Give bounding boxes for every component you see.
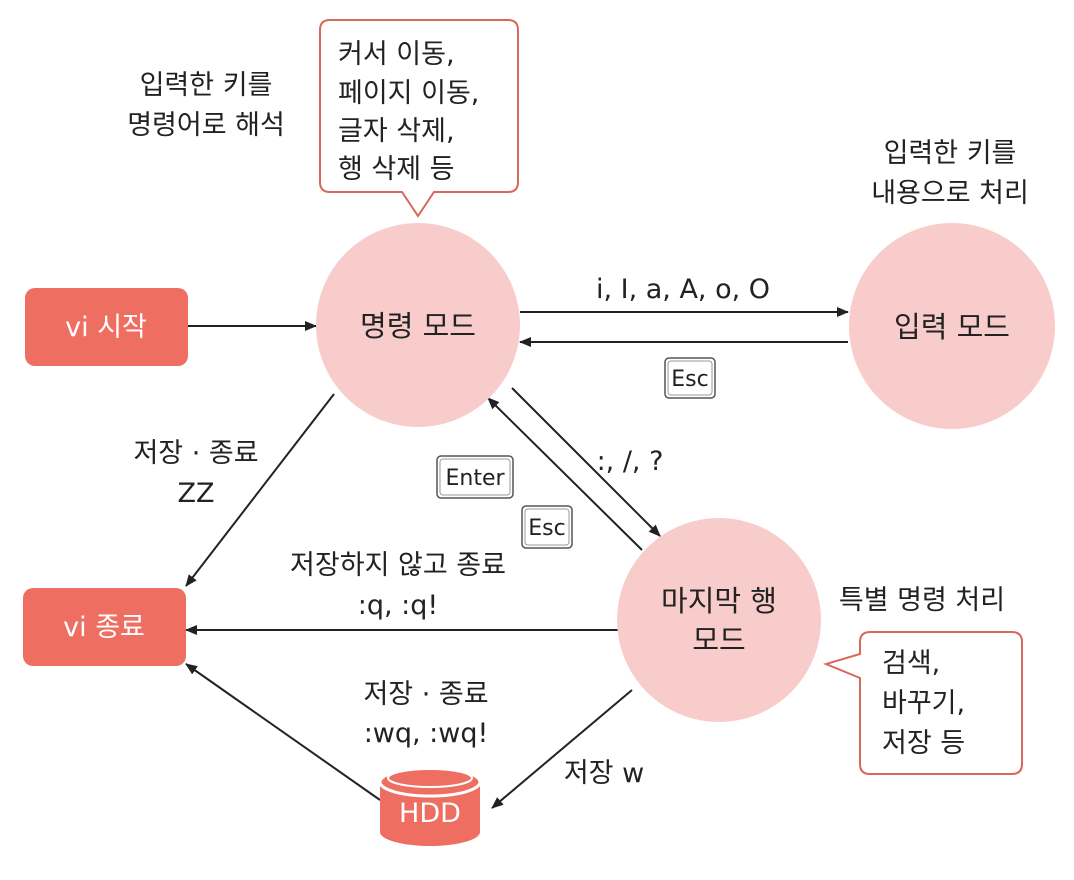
command-bubble [319, 19, 519, 218]
esc-key-lastline: Esc [521, 505, 573, 549]
command-desc-line-2: 명령어로 해석 [127, 110, 285, 141]
command-desc-line-1: 입력한 키를 [140, 70, 273, 101]
command-mode-label: 명령 모드 [360, 309, 476, 343]
label-to-insert: i, I, a, A, o, O [596, 274, 770, 305]
lastline-bubble [822, 631, 1023, 775]
command-bubble-line-4: 행 삭제 등 [338, 154, 455, 185]
label-quit-line-2: :q, :q! [358, 590, 438, 621]
lastline-desc: 특별 명령 처리 [839, 585, 1005, 616]
hdd-label: HDD [399, 798, 461, 829]
label-save-w: 저장 w [564, 758, 644, 789]
vi-start-box [25, 288, 188, 366]
insert-desc-line-2: 내용으로 처리 [871, 178, 1029, 209]
esc-key-insert-label: Esc [671, 367, 708, 392]
edge-hdd-to-end [185, 663, 381, 801]
lastline-bubble-line-3: 저장 등 [882, 728, 965, 759]
label-to-lastline: :, /, ? [597, 446, 664, 477]
insert-mode-circle [849, 223, 1055, 429]
esc-key-lastline-label: Esc [528, 516, 565, 541]
insert-desc-line-1: 입력한 키를 [884, 138, 1017, 169]
command-bubble-line-1: 커서 이동, [338, 39, 455, 70]
lastline-bubble-line-2: 바꾸기, [882, 688, 965, 719]
esc-key-insert: Esc [664, 357, 716, 399]
label-wq-line-2: :wq, :wq! [364, 718, 489, 749]
enter-key-label: Enter [445, 466, 505, 491]
lastline-bubble-line-1: 검색, [882, 648, 940, 679]
vi-end-box [23, 588, 186, 666]
insert-mode-label: 입력 모드 [894, 310, 1010, 344]
enter-key: Enter [436, 455, 514, 499]
command-bubble-line-3: 글자 삭제, [338, 116, 455, 147]
command-mode-circle [316, 223, 520, 427]
label-wq-line-1: 저장 · 종료 [363, 679, 488, 710]
lastline-mode-label-1: 마지막 행 [661, 584, 777, 618]
edge-lastline-to-command [487, 397, 643, 551]
label-quit-line-1: 저장하지 않고 종료 [290, 550, 506, 581]
vi-end-label: vi 종료 [63, 612, 145, 643]
hdd-cylinder [378, 766, 482, 846]
label-zz-line-1: 저장 · 종료 [133, 438, 258, 469]
lastline-mode-label-2: 모드 [692, 623, 745, 657]
command-bubble-line-2: 페이지 이동, [338, 78, 479, 109]
edge-command-to-lastline [511, 387, 661, 537]
lastline-mode-circle [617, 518, 821, 722]
edge-lastline-to-hdd [491, 689, 633, 809]
label-zz-line-2: ZZ [178, 478, 215, 509]
vi-start-label: vi 시작 [65, 312, 147, 343]
edge-command-to-end [185, 393, 335, 587]
